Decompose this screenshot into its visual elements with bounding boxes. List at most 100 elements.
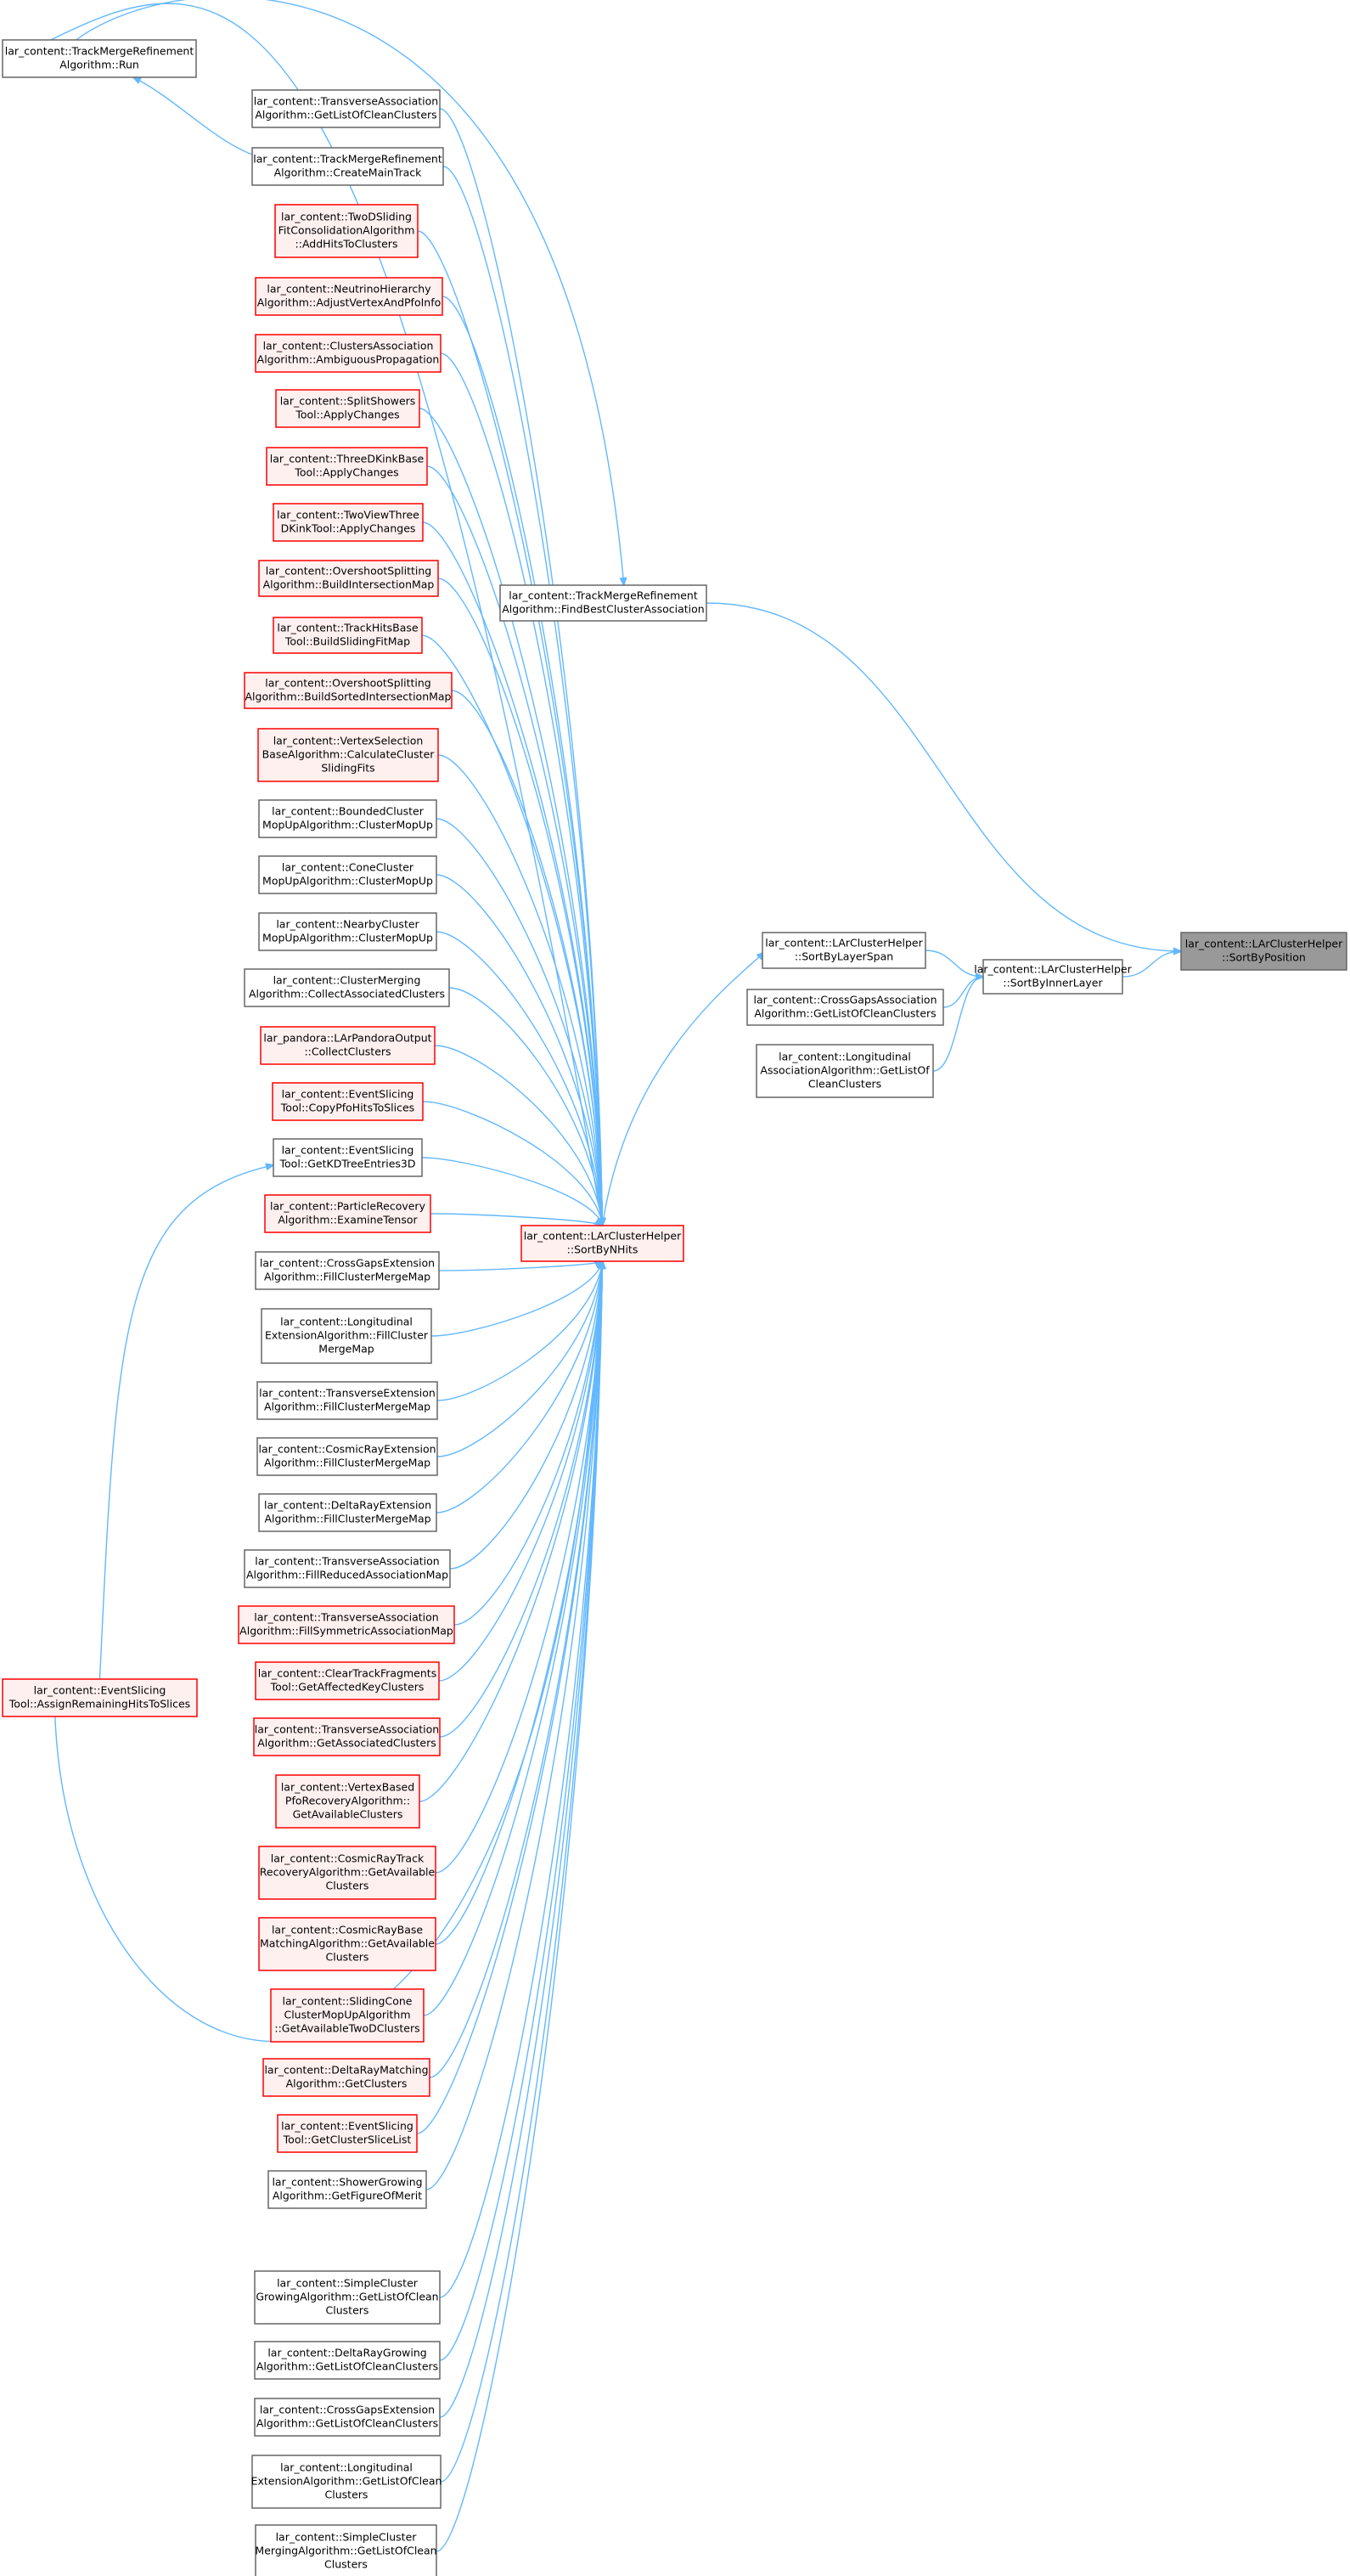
node-box [272,1082,424,1121]
graph-node-c18[interactable]: lar_content::EventSlicingTool::CopyPfoHi… [272,1082,424,1121]
graph-node-c01[interactable]: lar_content::TransverseAssociationAlgori… [251,89,441,128]
node-label-line: lar_content::CrossGapsExtension [260,1257,435,1270]
node-label-line: GetAvailableClusters [293,1808,403,1821]
graph-node-c12[interactable]: lar_content::VertexSelectionBaseAlgorith… [257,728,439,782]
graph-node-n_longassoc_glocc[interactable]: lar_content::LongitudinalAssociationAlgo… [756,1044,934,1098]
edge-n_longassoc_glocc-to-n_sortbyinnerlayer [932,977,983,1072]
node-label-line: lar_content::LArClusterHelper [765,937,923,950]
edge-c25-to-n_sortbynhits [436,1261,603,1513]
node-label-line: MatchingAlgorithm::GetAvailable [260,1937,435,1950]
graph-node-c11[interactable]: lar_content::OvershootSplittingAlgorithm… [244,672,453,709]
node-label-line: lar_content::ThreeDKinkBase [270,453,425,465]
node-label-line: SlidingFits [321,762,374,775]
graph-node-c25[interactable]: lar_content::DeltaRayExtensionAlgorithm:… [258,1493,437,1532]
graph-node-c33[interactable]: lar_content::SlidingConeClusterMopUpAlgo… [270,1988,425,2043]
node-label-line: Algorithm::BuildSortedIntersectionMap [245,691,451,703]
graph-node-c34[interactable]: lar_content::DeltaRayMatchingAlgorithm::… [262,2058,430,2097]
edge-c28-to-n_sortbynhits [438,1261,603,1682]
graph-node-c03[interactable]: lar_content::TwoDSlidingFitConsolidation… [274,204,419,258]
node-box [270,1988,425,2043]
graph-node-c04[interactable]: lar_content::NeutrinoHierarchyAlgorithm:… [255,277,443,316]
node-box [254,2398,441,2437]
node-label-line: Algorithm::FillClusterMergeMap [264,1271,430,1283]
graph-node-c17[interactable]: lar_pandora::LArPandoraOutput::CollectCl… [260,1026,436,1065]
graph-node-n_findbest[interactable]: lar_content::TrackMergeRefinementAlgorit… [499,584,707,622]
graph-node-c29[interactable]: lar_content::TransverseAssociationAlgori… [253,1717,441,1756]
graph-node-n_crossgaps_glocc[interactable]: lar_content::CrossGapsAssociationAlgorit… [746,989,944,1026]
graph-node-c26[interactable]: lar_content::TransverseAssociationAlgori… [244,1549,451,1588]
edge-c31-to-n_sortbynhits [435,1261,603,1874]
node-label-line: RecoveryAlgorithm::GetAvailable [260,1866,436,1879]
graph-node-c41[interactable]: lar_content::SimpleClusterMergingAlgorit… [255,2524,437,2576]
node-box [275,1774,420,1829]
graph-node-c28[interactable]: lar_content::ClearTrackFragmentsTool::Ge… [255,1661,440,1700]
node-label-line: Algorithm::FillSymmetricAssociationMap [239,1625,453,1637]
node-label-line: lar_content::EventSlicing [281,2120,413,2133]
node-label-line: lar_content::ConeCluster [282,861,414,874]
node-label-line: FitConsolidationAlgorithm [278,224,415,237]
graph-node-n_tmr_run[interactable]: lar_content::TrackMergeRefinementAlgorit… [2,39,197,78]
graph-node-c40[interactable]: lar_content::LongitudinalExtensionAlgori… [251,2455,442,2509]
graph-node-c19[interactable]: lar_content::EventSlicingTool::GetKDTree… [273,1138,423,1177]
graph-node-c08[interactable]: lar_content::TwoViewThreeDKinkTool::Appl… [273,503,424,542]
graph-node-n_assign[interactable]: lar_content::EventSlicingTool::AssignRem… [2,1678,198,1717]
edge [436,1261,603,1457]
node-label-line: Algorithm::GetAssociatedClusters [257,1737,436,1750]
edge-c36-to-n_sortbynhits [425,1261,603,2190]
graph-node-n_sortbyposition[interactable]: lar_content::LArClusterHelper::SortByPos… [1180,932,1347,971]
graph-node-c37[interactable]: lar_content::SimpleClusterGrowingAlgorit… [254,2270,441,2325]
node-label-line: DKinkTool::ApplyChanges [281,522,416,535]
graph-node-c13[interactable]: lar_content::BoundedClusterMopUpAlgorith… [258,799,437,838]
graph-node-c06[interactable]: lar_content::SplitShowersTool::ApplyChan… [275,389,420,428]
graph-node-c35[interactable]: lar_content::EventSlicingTool::GetCluste… [277,2114,418,2153]
graph-node-c39[interactable]: lar_content::CrossGapsExtensionAlgorithm… [254,2398,441,2437]
graph-node-c15[interactable]: lar_content::NearbyClusterMopUpAlgorithm… [258,912,437,951]
graph-node-c38[interactable]: lar_content::DeltaRayGrowingAlgorithm::G… [254,2341,441,2380]
node-label-line: ::CollectClusters [304,1046,391,1058]
edge-c15-to-n_sortbynhits [436,931,603,1226]
node-box [1180,932,1347,971]
node-label-line: Algorithm::GetClusters [286,2077,408,2090]
node-box [273,1138,423,1177]
graph-node-c36[interactable]: lar_content::ShowerGrowingAlgorithm::Get… [267,2170,427,2209]
node-label-line: lar_content::Longitudinal [280,1316,413,1328]
graph-node-n_sortbyinnerlayer[interactable]: lar_content::LArClusterHelper::SortByInn… [974,959,1133,995]
graph-node-c31[interactable]: lar_content::CosmicRayTrackRecoveryAlgor… [258,1846,436,1900]
graph-node-c32[interactable]: lar_content::CosmicRayBaseMatchingAlgori… [258,1917,436,1971]
graph-node-c22[interactable]: lar_content::LongitudinalExtensionAlgori… [261,1308,432,1364]
edge-c24-to-n_sortbynhits [436,1261,603,1457]
edge-c16-to-n_sortbynhits [448,987,603,1226]
graph-node-n_sortbylayerspan[interactable]: lar_content::LArClusterHelper::SortByLay… [762,932,926,969]
edge [422,1101,603,1226]
edge [416,1261,603,2134]
node-label-line: ::SortByNHits [567,1243,638,1256]
node-label-line: lar_content::DeltaRayExtension [264,1499,431,1512]
graph-node-c10[interactable]: lar_content::TrackHitsBaseTool::BuildSli… [273,617,423,654]
node-box [982,959,1123,995]
graph-node-c27[interactable]: lar_content::TransverseAssociationAlgori… [238,1605,455,1644]
graph-node-c24[interactable]: lar_content::CosmicRayExtensionAlgorithm… [256,1437,438,1476]
node-box [258,560,439,597]
graph-node-c09[interactable]: lar_content::OvershootSplittingAlgorithm… [258,560,439,597]
graph-node-c02[interactable]: lar_content::TrackMergeRefinementAlgorit… [251,147,444,186]
node-label-line: CleanClusters [808,1078,881,1091]
graph-node-c21[interactable]: lar_content::CrossGapsExtensionAlgorithm… [255,1251,440,1290]
graph-node-c16[interactable]: lar_content::ClusterMergingAlgorithm::Co… [244,968,450,1007]
node-label-line: MopUpAlgorithm::ClusterMopUp [262,932,433,944]
graph-node-n_sortbynhits[interactable]: lar_content::LArClusterHelper::SortByNHi… [520,1225,684,1262]
graph-node-c14[interactable]: lar_content::ConeClusterMopUpAlgorithm::… [258,855,437,894]
edge-c02-to-n_sortbynhits [442,166,603,1226]
node-label-line: lar_content::CosmicRayBase [272,1924,423,1936]
node-label-line: lar_content::SimpleCluster [276,2531,418,2544]
edge-c13-to-n_sortbynhits [436,818,603,1226]
graph-node-c20[interactable]: lar_content::ParticleRecoveryAlgorithm::… [264,1194,431,1233]
graph-node-c30[interactable]: lar_content::VertexBasedPfoRecoveryAlgor… [275,1774,420,1829]
edge-c12-to-n_sortbynhits [437,754,603,1226]
node-label-line: Algorithm::BuildIntersectionMap [263,578,435,591]
graph-node-c05[interactable]: lar_content::ClustersAssociationAlgorith… [255,334,442,373]
node-label-line: Algorithm::GetListOfCleanClusters [256,2417,438,2430]
node-label-line: Clusters [324,2558,368,2571]
graph-node-c23[interactable]: lar_content::TransverseExtensionAlgorith… [256,1381,438,1420]
graph-node-c07[interactable]: lar_content::ThreeDKinkBaseTool::ApplyCh… [266,447,428,486]
node-label-line: lar_content::VertexSelection [273,735,424,747]
